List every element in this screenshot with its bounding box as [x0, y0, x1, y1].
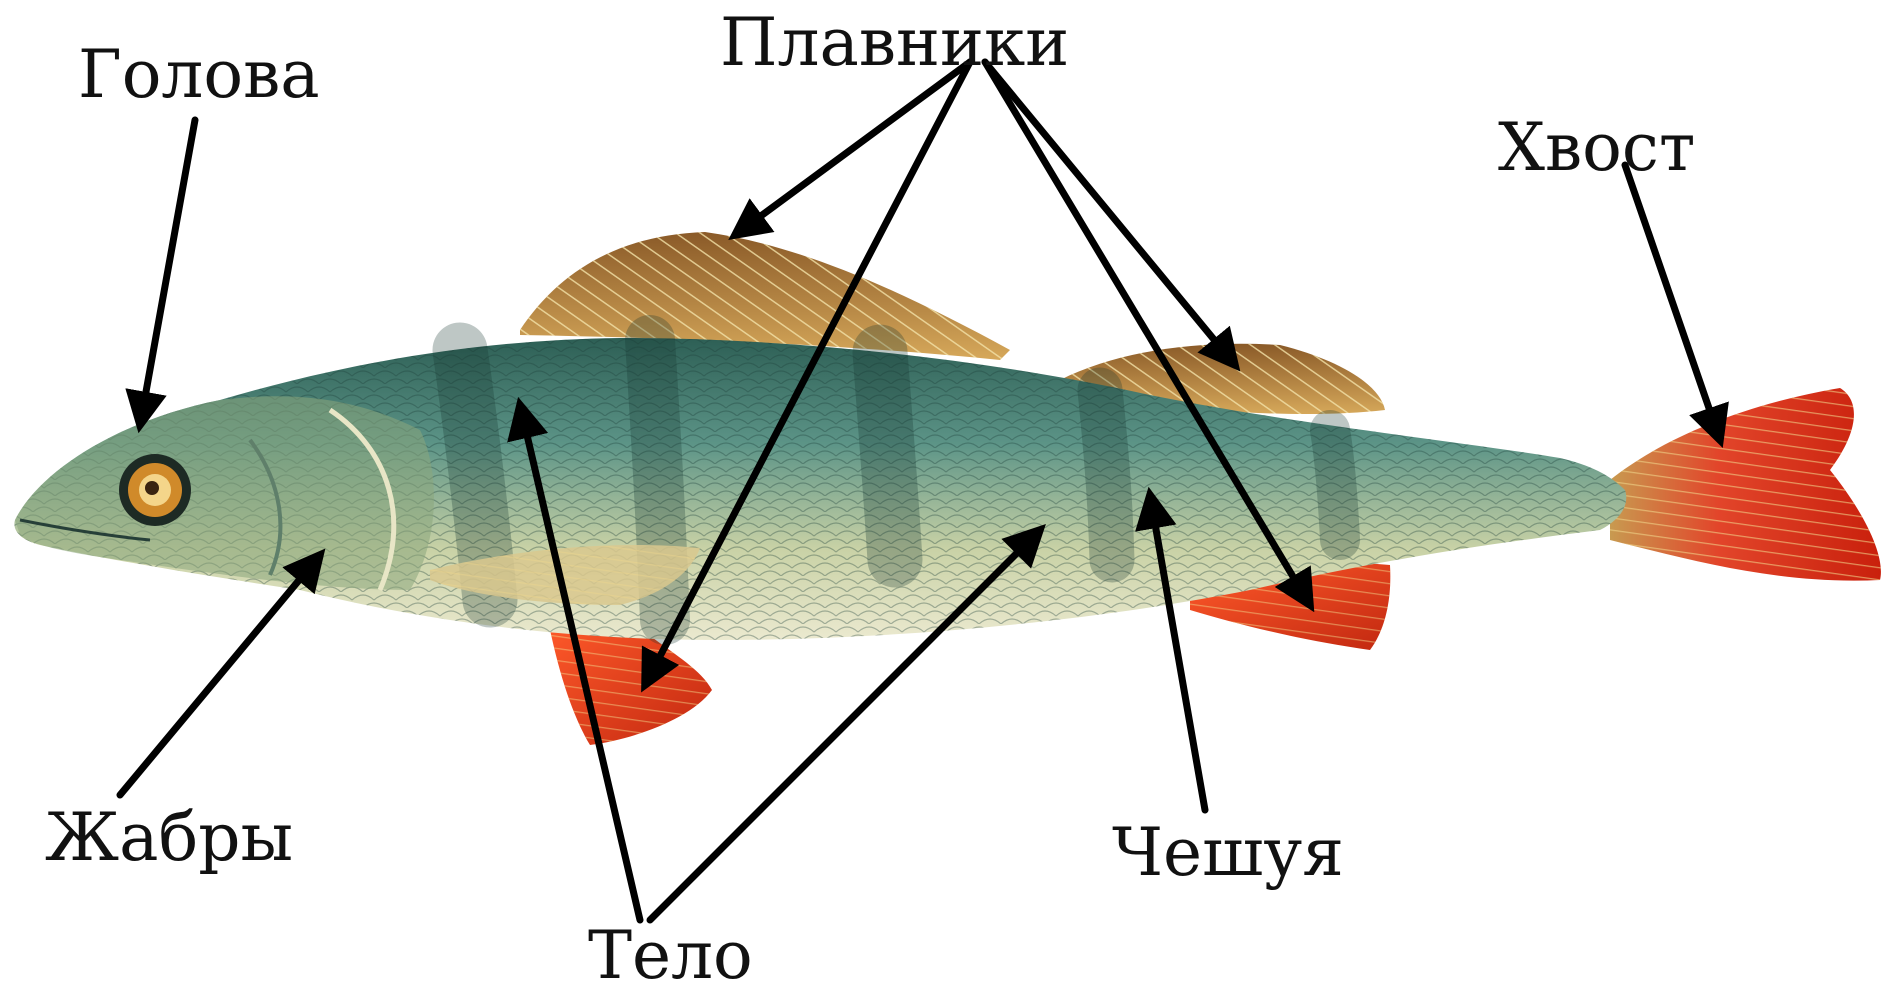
arrow-gills: [120, 555, 320, 795]
arrow-fins-dorsal-rear: [985, 62, 1235, 365]
label-scales: Чешуя: [1112, 814, 1344, 891]
tail-fin: [1610, 388, 1881, 581]
label-head: Голова: [78, 36, 320, 113]
fish-head: [15, 396, 434, 590]
label-tail: Хвост: [1498, 109, 1695, 186]
fish-eye: [119, 454, 191, 526]
arrow-tail: [1625, 165, 1720, 440]
arrow-fins-dorsal-front: [735, 62, 970, 235]
label-gills: Жабры: [45, 799, 293, 876]
arrow-head: [140, 120, 195, 425]
label-fins: Плавники: [720, 4, 1069, 81]
label-body: Тело: [588, 917, 753, 988]
